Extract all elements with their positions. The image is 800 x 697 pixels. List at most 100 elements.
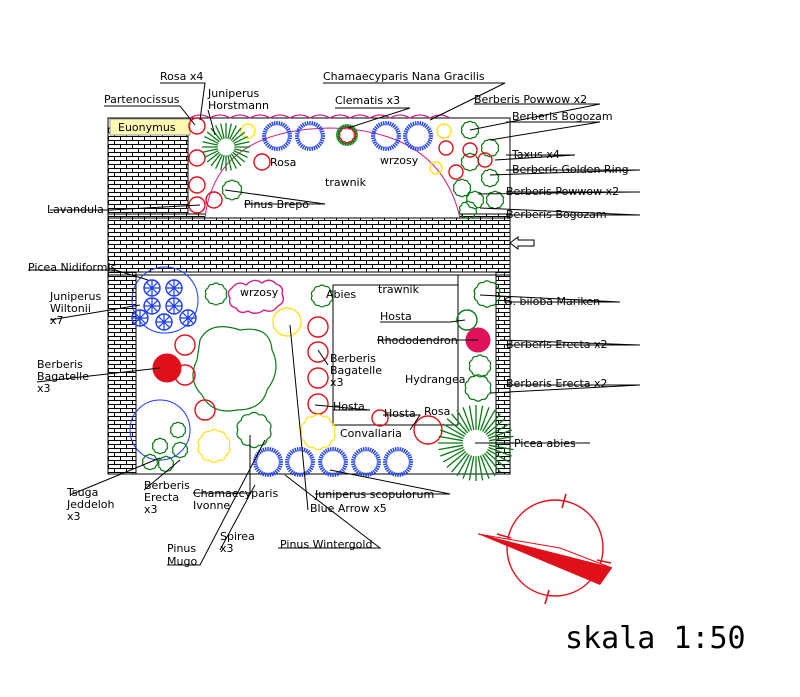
juniperus-wiltonii-group — [131, 266, 199, 334]
scale-label: skala 1:50 — [565, 621, 746, 656]
heather-bed-bottom — [227, 279, 285, 314]
label-rosa-low: Rosa — [424, 405, 450, 418]
label-wrzosy-top: wrzosy — [380, 154, 419, 167]
juniperus-scopulorum-0 — [253, 447, 283, 477]
label-chamaecyparis-ivonne-1: Chamaecyparis — [193, 487, 278, 500]
label-berberis-bagatelle-left-1: Berberis — [37, 358, 83, 371]
label-juniperus-scopulorum-1: Juniperus scopulorum — [314, 488, 434, 501]
label-berberis-erecta-b2: Erecta — [144, 491, 179, 504]
label-juniperus-wiltonii-2: Wiltonii — [50, 302, 91, 315]
rosa-top-4 — [188, 196, 206, 214]
label-trawnik-top: trawnik — [325, 176, 367, 189]
label-berberis-powwow-top: Berberis Powwow x2 — [474, 93, 587, 106]
berberis-top-6 — [485, 190, 505, 210]
label-rosa-x4: Rosa x4 — [160, 70, 203, 83]
label-berberis-golden: Berberis Golden Ring — [512, 163, 629, 176]
berberis-top-4 — [452, 178, 472, 198]
leader-lines — [28, 82, 641, 566]
label-berberis-powwow-mid: Berberis Powwow x2 — [506, 185, 619, 198]
hosta-right-circle — [456, 309, 478, 331]
berberis-bagatelle-left-1 — [174, 364, 196, 386]
spirea-yellow-symbol — [300, 413, 336, 451]
berberis-top-2 — [460, 152, 480, 172]
label-pinus-mugo-1: Pinus — [167, 542, 196, 555]
label-convallaria: Convallaria — [340, 427, 402, 440]
berberis-bagatelle-mid-2 — [307, 367, 329, 389]
yellow-shrub-top-0 — [240, 123, 256, 139]
label-lavandula: Lavandula — [47, 203, 104, 216]
juniperus-wiltonii-3-spokes — [166, 298, 182, 314]
bed-bottom-outline — [107, 274, 511, 475]
label-tsuga-1: Tsuga — [66, 486, 98, 499]
berberis-golden-3 — [477, 152, 493, 168]
lawn-bottom — [332, 284, 459, 426]
label-tsuga-2: Jeddeloh — [66, 498, 115, 511]
label-berberis-bagatelle-mid-3: x3 — [330, 376, 344, 389]
berberis-bagatelle-mid-0 — [307, 316, 329, 338]
pinus-brepo-symbol — [221, 179, 243, 201]
berberis-bagatelle-filled — [152, 353, 182, 383]
chamaecyparis-ivonne-symbol — [197, 428, 231, 464]
rosa-top-3 — [205, 191, 223, 209]
juniper-ring-top-0 — [262, 121, 292, 151]
rosa-top-0 — [188, 117, 206, 135]
label-spirea-2: x3 — [220, 542, 234, 555]
label-berberis-bagatelle-mid-1: Berberis — [330, 352, 376, 365]
juniperus-wiltonii-0-spokes — [144, 280, 160, 296]
berberis-bagatelle-left-0 — [174, 334, 196, 356]
entrance-arrow-icon — [509, 236, 535, 250]
compass-ring-icon — [506, 499, 604, 597]
tsuga-jeddeloh-4 — [157, 455, 175, 473]
label-euonymus: Euonymus — [118, 121, 176, 134]
berberis-top-5 — [465, 190, 485, 210]
berberis-bagatelle-mid-3 — [307, 393, 329, 415]
label-hosta-mid: Hosta — [333, 400, 365, 413]
plant-symbols — [129, 117, 514, 481]
tsuga-blue-outline — [129, 399, 191, 461]
tsuga-jeddeloh-3 — [141, 453, 159, 471]
label-clematis: Clematis x3 — [335, 94, 400, 107]
label-chamaecyparis-ivonne-2: Ivonne — [193, 499, 230, 512]
rosa-inner-circle — [253, 153, 271, 171]
yellow-shrub-top-2 — [429, 161, 443, 175]
label-rhododendron: Rhododendron — [377, 334, 458, 347]
berberis-bagatelle-mid-1 — [307, 341, 329, 363]
juniperus-wiltonii-6-spokes — [132, 310, 148, 326]
label-hydrangea: Hydrangea — [405, 373, 466, 386]
juniperus-scopulorum-4 — [383, 447, 413, 477]
juniperus-scopulorum-2 — [318, 447, 348, 477]
top-hedge-line — [189, 114, 451, 119]
label-juniperus-scopulorum-2: Blue Arrow x5 — [310, 502, 387, 515]
berberis-golden-2 — [448, 164, 464, 180]
clematis-center — [338, 126, 356, 144]
shrub-top-bottom-1 — [310, 284, 334, 308]
label-ginkgo: G. biloba Mariken — [504, 295, 600, 308]
juniperus-horstmann-symbol — [202, 123, 250, 171]
berberis-erecta-r-0 — [464, 374, 492, 402]
label-berberis-bagatelle-left-2: Bagatelle — [37, 370, 89, 383]
berberis-erecta-r-1 — [468, 354, 492, 378]
juniperus-scopulorum-1 — [285, 447, 315, 477]
label-juniperus-wiltonii-3: x7 — [50, 314, 64, 327]
tsuga-jeddeloh-2 — [171, 441, 189, 459]
label-trawnik-bottom: trawnik — [378, 283, 420, 296]
berberis-top-7 — [458, 200, 478, 220]
tsuga-jeddeloh-1 — [151, 437, 169, 455]
label-chamaecyparis-nana: Chamaecyparis Nana Gracilis — [323, 70, 485, 83]
label-juniperus-horstmann-2: Horstmann — [208, 99, 269, 112]
label-rosa-inner: Rosa — [270, 156, 296, 169]
label-berberis-bogozam-mid: Berberis Bogozam — [506, 208, 607, 221]
juniper-ring-top-2 — [371, 121, 401, 151]
label-juniperus-wiltonii-1: Juniperus — [49, 290, 101, 303]
label-spirea-1: Spirea — [220, 530, 255, 543]
brick-paving-band — [107, 213, 511, 273]
picea-outline-center — [192, 326, 277, 412]
berberis-bagatelle-left-2 — [194, 399, 216, 421]
euonymus-strip — [109, 118, 191, 136]
label-wrzosy-bottom: wrzosy — [240, 286, 279, 299]
juniper-ring-top-3 — [403, 121, 433, 151]
label-tsuga-3: x3 — [67, 510, 81, 523]
